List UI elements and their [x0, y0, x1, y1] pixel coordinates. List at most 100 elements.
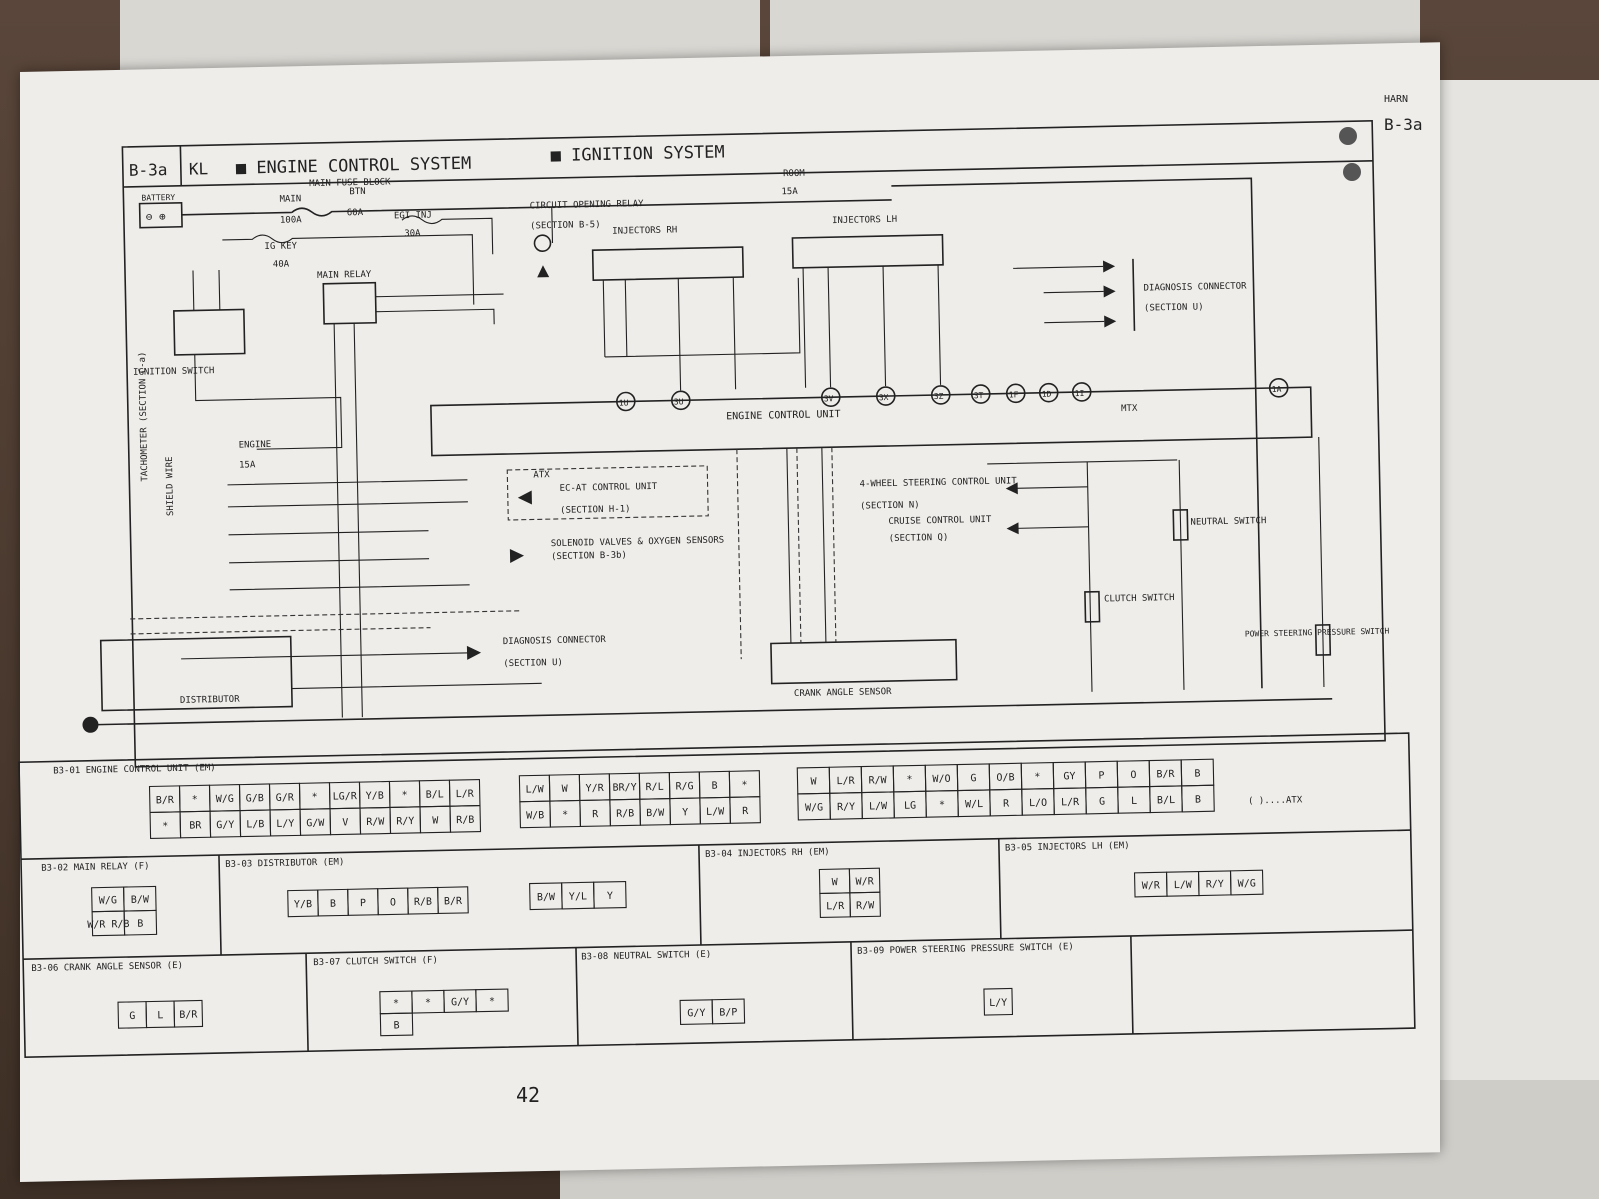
b3-01-c-cell-label: *: [1034, 772, 1040, 783]
cruise-label: CRUISE CONTROL UNIT: [888, 515, 992, 527]
ecu-pin: [820, 387, 841, 408]
b3-03-b-cell-label: Y/L: [569, 891, 587, 902]
distributor-label: DISTRIBUTOR: [180, 695, 240, 706]
b3-01-a-cell-label: B/L: [426, 789, 444, 800]
b3-04-cell: [849, 891, 881, 918]
b3-03-a-cell-label: B: [330, 899, 336, 910]
b3-01-a-cell: [449, 805, 482, 833]
b3-02-cell-label: W/G: [99, 895, 117, 906]
b3-08-cell-label: G/Y: [687, 1008, 705, 1019]
b3-01-c-cell-label: W/L: [965, 799, 983, 810]
engine-fuse-label: ENGINE: [239, 440, 272, 451]
b3-01-a-cell-label: R/Y: [396, 816, 414, 827]
mtx-label: MTX: [1121, 404, 1138, 414]
b3-02-title: B3-02 MAIN RELAY (F): [41, 862, 150, 874]
b3-01-c-cell-label: GY: [1063, 771, 1075, 782]
b3-05-title: B3-05 INJECTORS LH (EM): [1005, 841, 1130, 854]
b3-01-a-cell-label: LG/R: [333, 791, 358, 803]
b3-04-cell-label: W/R: [856, 876, 875, 887]
power-steering-label: POWER STEERING PRESSURE SWITCH: [1245, 627, 1390, 639]
circuit-opening-relay-section: (SECTION B-5): [530, 220, 601, 231]
binder-hole: [1339, 127, 1357, 145]
ecu-pin: [1005, 383, 1026, 404]
tachometer-label: TACHOMETER (SECTION C-a): [138, 351, 151, 481]
ecu-pin: [970, 384, 991, 404]
b3-01-a-cell-label: G/W: [306, 818, 325, 829]
ecu-pin: [875, 386, 896, 406]
b3-02-cell-label: B: [137, 919, 143, 930]
room-fuse-amp: 15A: [781, 187, 798, 197]
b3-01-a-cell-label: *: [312, 792, 318, 803]
b3-01-a-cell-label: R/B: [456, 815, 474, 826]
neutral-switch-label: NEUTRAL SWITCH: [1190, 516, 1266, 528]
b3-01-a-cell-label: BR: [189, 820, 202, 831]
b3-04-title: B3-04 INJECTORS RH (EM): [705, 847, 830, 860]
main-fuse-label: MAIN: [279, 194, 301, 204]
cruise-section: (SECTION Q): [889, 533, 949, 544]
ecu-pin: [1071, 382, 1092, 402]
ec-at-label: EC-AT CONTROL UNIT: [560, 482, 658, 494]
b3-01-a-cell-label: G/B: [246, 793, 264, 804]
b3-01-b-cell-label: *: [562, 810, 568, 821]
b3-01-b-cell-label: L/W: [706, 806, 725, 817]
b3-06-cell-label: B/R: [179, 1010, 198, 1021]
b3-09-title: B3-09 POWER STEERING PRESSURE SWITCH (E): [857, 942, 1074, 957]
b3-03-b-cell: [593, 880, 627, 909]
b3-01-b-cell-label: W: [562, 784, 569, 795]
b3-05-cell-label: W/R: [1142, 880, 1161, 891]
b3-01-a-cell-label: L/R: [456, 789, 475, 800]
b3-03-a-cell-label: O: [390, 897, 396, 908]
next-sheet-tab: HARN: [1384, 94, 1408, 105]
b3-03-a-cell-label: Y/B: [294, 899, 312, 910]
b3-01-a-cell-label: G/Y: [216, 820, 234, 831]
b3-08-cell-label: B/P: [719, 1007, 737, 1018]
b3-01-c-cell-label: *: [906, 775, 912, 786]
b3-02-cell: [123, 909, 158, 936]
b3-07-cell-label: *: [393, 998, 399, 1009]
b3-06-cell: [173, 999, 204, 1028]
b3-03-a-cell-label: B/R: [444, 896, 463, 907]
b3-01-c-cell-label: W/O: [932, 774, 950, 785]
b3-01-c-cell-label: W/G: [805, 802, 823, 813]
b3-03-b-cell-label: B/W: [537, 892, 556, 903]
b3-01-b-cell-label: R/G: [675, 781, 693, 792]
b3-02-cell-label: W/R R/B: [87, 919, 129, 931]
b3-01-c-cell-label: L: [1131, 796, 1137, 807]
b3-01-title: B3-01 ENGINE CONTROL UNIT (EM): [53, 763, 216, 776]
four-ws-section: (SECTION N): [860, 500, 920, 511]
b3-03-b-cell-label: Y: [607, 891, 613, 902]
b3-01-a-cell-label: Y/B: [366, 791, 384, 802]
ig-key-label: IG KEY: [264, 241, 297, 252]
b3-06-cell-label: G: [129, 1011, 135, 1022]
b3-06-title: B3-06 CRANK ANGLE SENSOR (E): [31, 961, 183, 974]
b3-01-c-cell-label: B: [1194, 768, 1200, 779]
header-title-1: ■ ENGINE CONTROL SYSTEM: [236, 154, 472, 179]
b3-01-c-cell-label: R/W: [868, 775, 887, 786]
b3-07-cell: [475, 988, 509, 1013]
b3-01-a-cell-label: L/Y: [276, 818, 294, 829]
ecu-pin-label: 1A: [1272, 385, 1282, 394]
injectors-rh-block: [591, 246, 745, 281]
ecu-pin-label: 3X: [879, 393, 889, 402]
b3-01-a-cell-label: R/W: [366, 817, 385, 828]
b3-01-a-cell-label: B/R: [156, 795, 175, 806]
egi-inj-amp: 30A: [404, 229, 421, 239]
header-code: B-3a: [129, 160, 168, 180]
b3-01-a-cell-label: *: [162, 821, 168, 832]
btn-fuse-amp: 60A: [347, 208, 364, 218]
injectors-lh-block: [791, 234, 944, 269]
b3-01-c-cell: [1181, 784, 1215, 813]
diagnosis-connector-bottom-section: (SECTION U): [503, 658, 563, 669]
b3-01-b-cell-label: R/B: [616, 808, 634, 819]
main-fuse-amp: 100A: [280, 215, 302, 225]
b3-04-cell-label: L/R: [826, 901, 845, 912]
b3-08-title: B3-08 NEUTRAL SWITCH (E): [581, 950, 711, 963]
b3-01-c-cell-label: R: [1003, 798, 1010, 809]
b3-01-a-cell-label: L/B: [246, 819, 264, 830]
b3-01-b-cell-label: B/W: [646, 808, 665, 819]
b3-01-b-cell: [729, 796, 761, 824]
ig-key-amp: 40A: [273, 260, 290, 270]
svg-text:⊖ ⊕: ⊖ ⊕: [146, 210, 166, 223]
ecu-pin-label: 3T: [974, 391, 984, 400]
